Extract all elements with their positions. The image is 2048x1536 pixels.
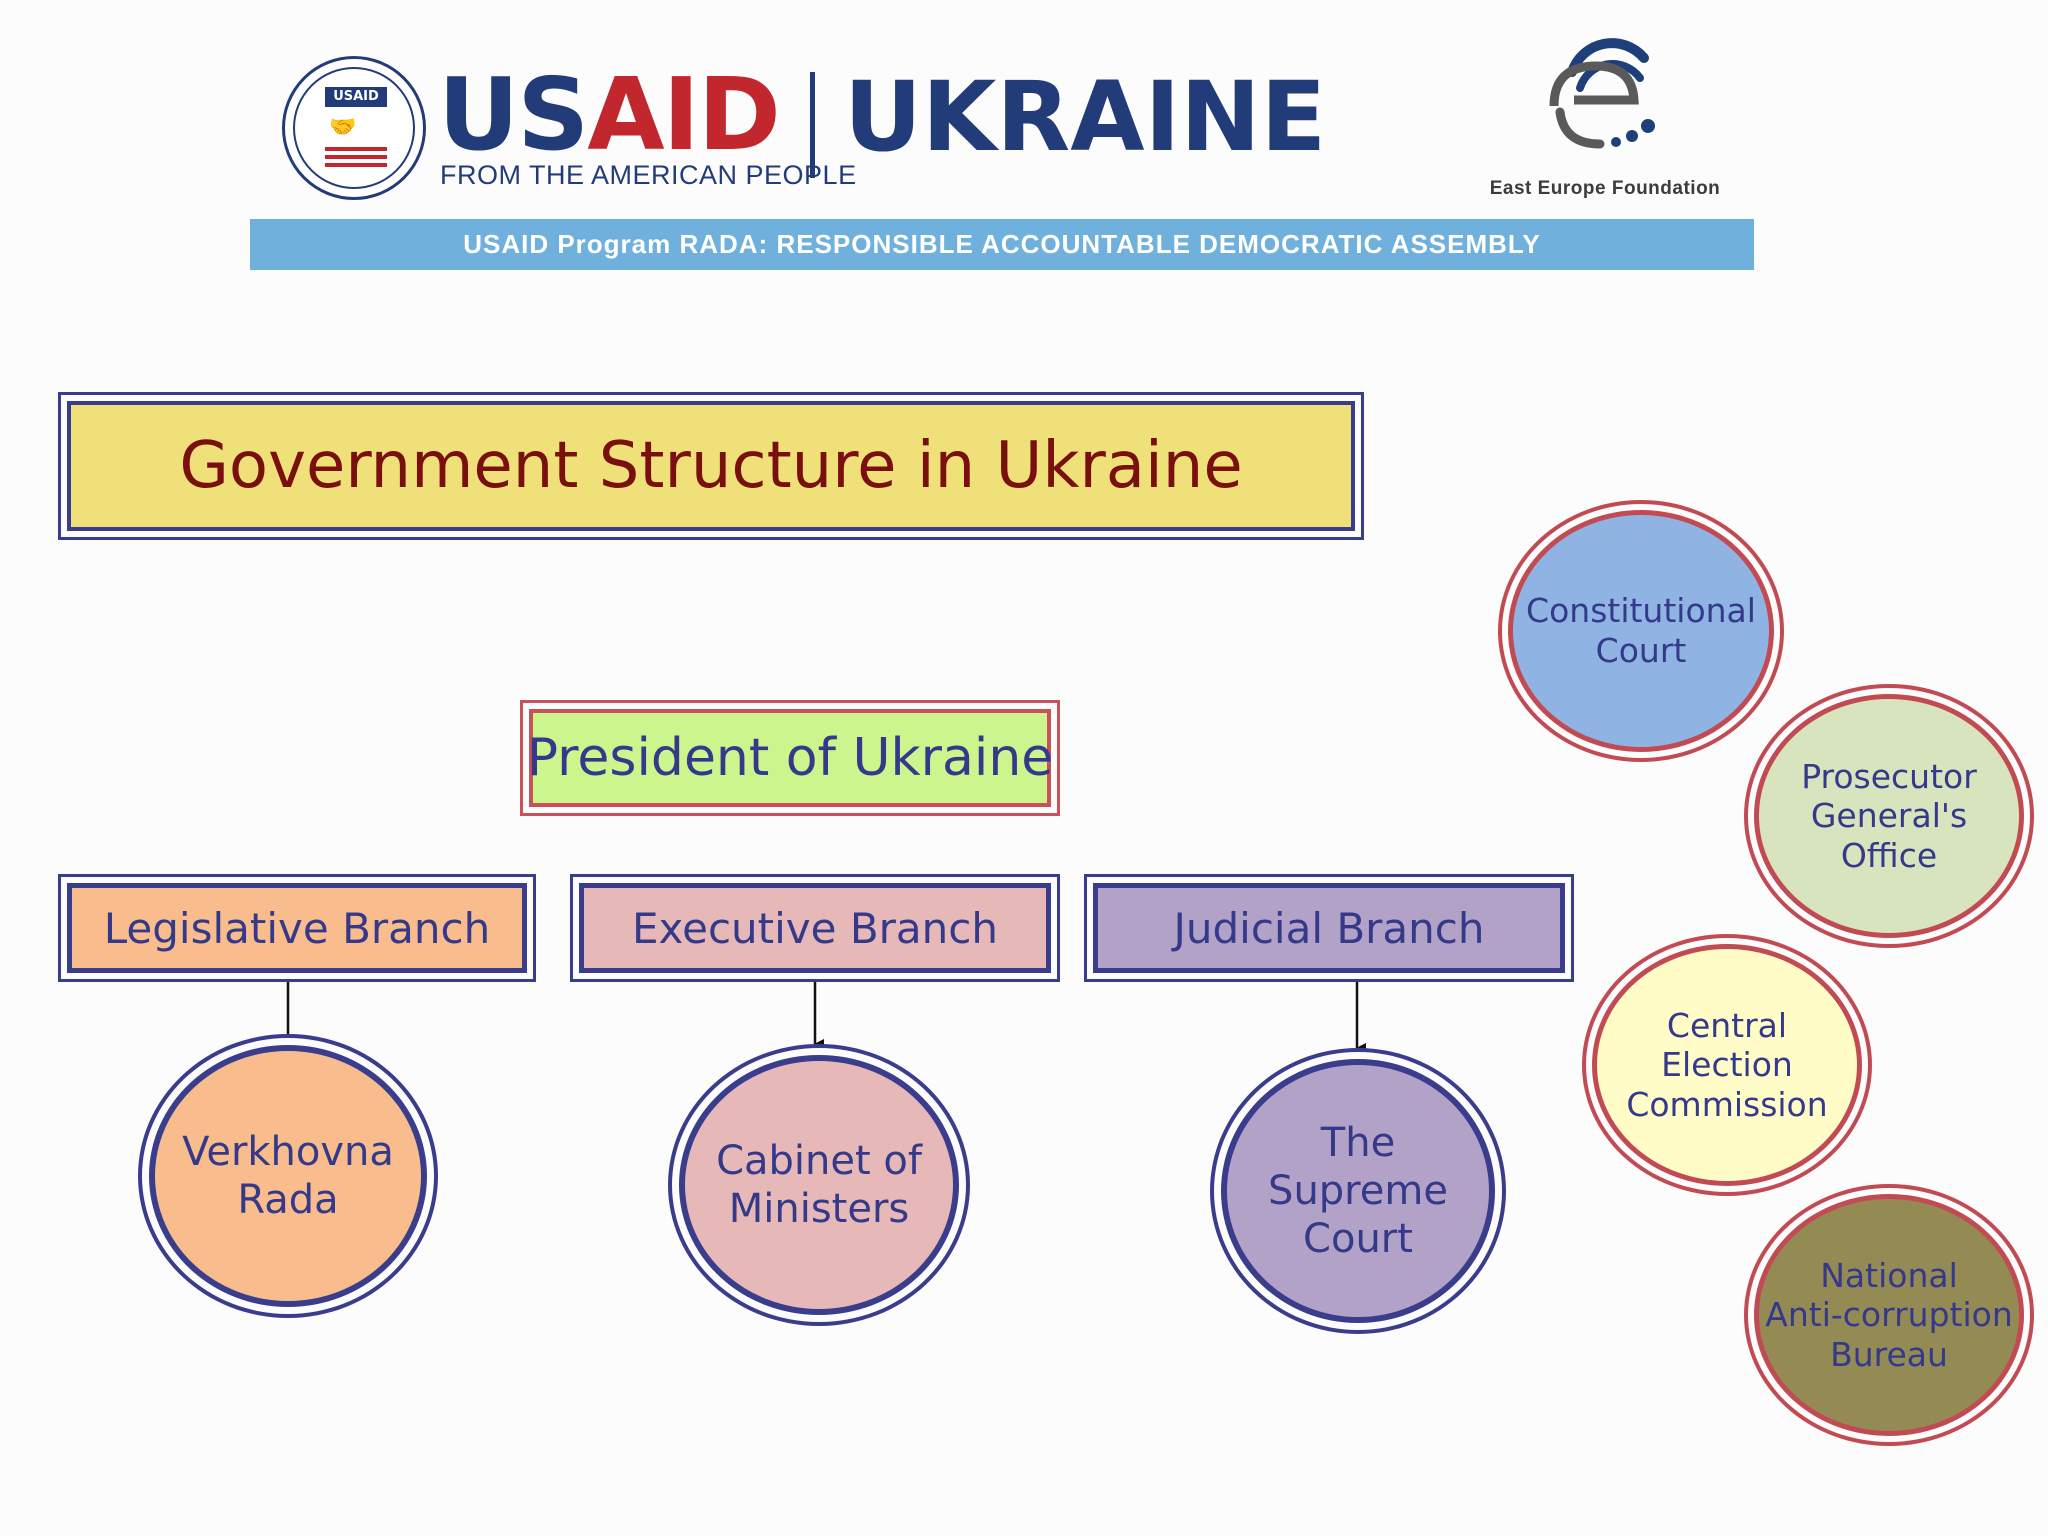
judicial-branch-label: Judicial Branch (1173, 903, 1485, 953)
supreme-court-label: The Supreme Court (1268, 1120, 1448, 1262)
title-box: Government Structure in Ukraine (58, 392, 1364, 540)
prosecutor-general-circle: Prosecutor General's Office (1744, 684, 2034, 948)
prosecutor-general-label: Prosecutor General's Office (1801, 756, 1977, 875)
central-election-commission-label: Central Election Commission (1626, 1005, 1828, 1124)
usaid-wordmark: USAID (438, 56, 781, 173)
legislative-branch-label: Legislative Branch (103, 903, 491, 953)
executive-branch-box: Executive Branch (570, 874, 1060, 982)
seal-label: USAID (325, 87, 387, 107)
cabinet-of-ministers-label: Cabinet of Ministers (716, 1138, 922, 1232)
cabinet-of-ministers-circle: Cabinet of Ministers (668, 1044, 970, 1326)
usaid-seal-logo: USAID 🤝 (282, 56, 426, 200)
program-banner: USAID Program RADA: RESPONSIBLE ACCOUNTA… (250, 219, 1754, 270)
country-wordmark: UKRAINE (844, 61, 1327, 173)
supreme-court-circle: The Supreme Court (1210, 1048, 1506, 1334)
president-label: President of Ukraine (526, 728, 1054, 788)
legislative-branch-box: Legislative Branch (58, 874, 536, 982)
east-europe-foundation-logo (1549, 38, 1655, 149)
constitutional-court-label: Constitutional Court (1526, 591, 1756, 670)
handshake-icon: 🤝 (329, 115, 357, 140)
judicial-branch-box: Judicial Branch (1084, 874, 1574, 982)
usaid-tagline: FROM THE AMERICAN PEOPLE (440, 160, 857, 190)
verkhovna-rada-label: Verkhovna Rada (182, 1129, 394, 1223)
verkhovna-rada-circle: Verkhovna Rada (138, 1034, 438, 1318)
constitutional-court-circle: Constitutional Court (1498, 500, 1784, 762)
anti-corruption-bureau-label: National Anti-corruption Bureau (1765, 1255, 2013, 1374)
partner-name: East Europe Foundation (1489, 178, 1721, 199)
anti-corruption-bureau-circle: National Anti-corruption Bureau (1744, 1184, 2034, 1446)
president-box: President of Ukraine (520, 700, 1060, 816)
diagram-title: Government Structure in Ukraine (179, 429, 1243, 503)
executive-branch-label: Executive Branch (632, 903, 998, 953)
logo-divider (810, 72, 815, 178)
central-election-commission-circle: Central Election Commission (1582, 934, 1872, 1196)
